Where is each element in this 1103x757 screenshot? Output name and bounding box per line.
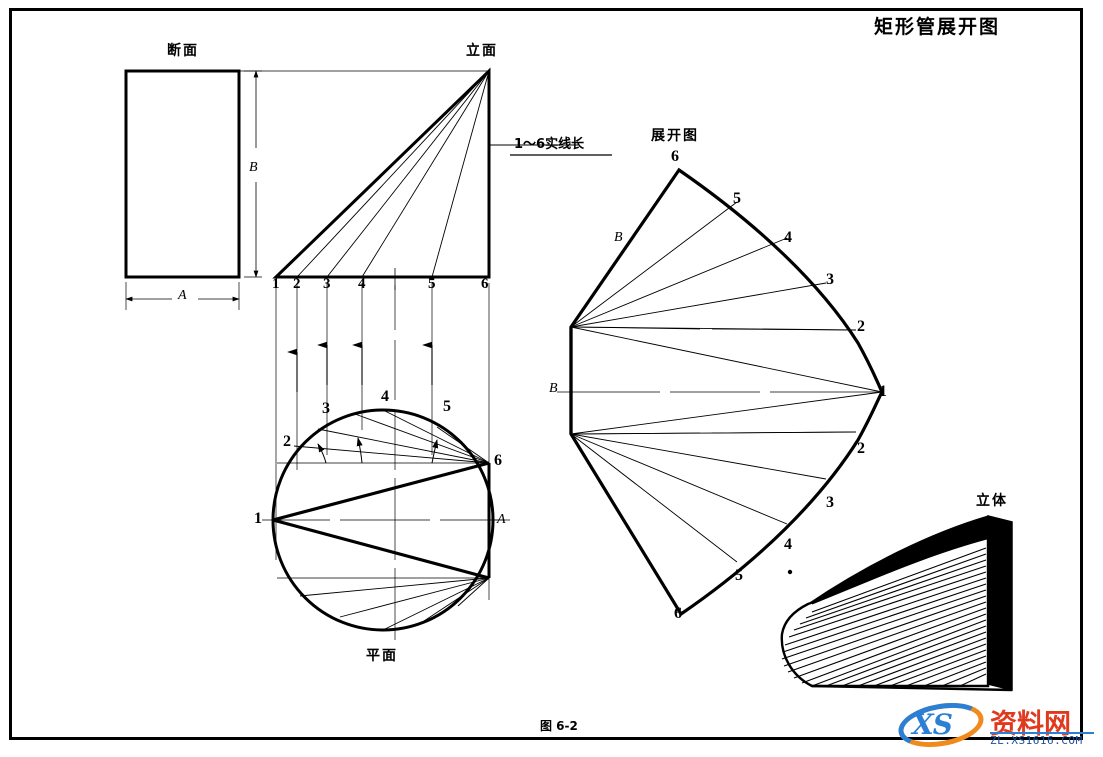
plan-point-5: 5 (443, 398, 451, 415)
plan-view-label: 平面 (366, 648, 398, 664)
watermark-site-name: 资料网 (990, 709, 1071, 740)
development-upper-point-5: 5 (733, 190, 741, 207)
development-view (557, 167, 884, 617)
watermark-url: ZL.XS1616.COM (990, 734, 1083, 747)
development-point-1: 1 (879, 383, 887, 400)
plan-point-2: 2 (283, 433, 291, 450)
elevation-point-3: 3 (323, 276, 331, 292)
projection-lines (275, 283, 490, 640)
development-lower-point-4: 4 (784, 536, 792, 553)
watermark-logo-text: XS (912, 708, 953, 741)
development-left-dimension-B: B (549, 381, 558, 396)
development-lower-point-6: 6 (674, 605, 682, 622)
development-lower-point-2: 2 (857, 440, 865, 457)
page-border-frame (9, 8, 1083, 740)
page-title: 矩形管展开图 (874, 16, 1001, 38)
development-upper-point-3: 3 (826, 271, 834, 288)
site-watermark: XS 资料网 ZL.XS1616.COM (895, 696, 1098, 754)
section-height-dimension-B: B (249, 160, 258, 175)
plan-point-6: 6 (494, 452, 502, 469)
elevation-view-label: 立面 (466, 43, 498, 59)
development-upper-point-6: 6 (671, 148, 679, 165)
elevation-view (239, 67, 612, 290)
section-width-dimension-A: A (178, 288, 187, 303)
plan-axis-dimension-A: A (497, 512, 506, 527)
development-upper-point-4: 4 (784, 229, 792, 246)
development-lower-point-5: 5 (735, 567, 743, 584)
solid-view-label: 立体 (976, 493, 1008, 509)
plan-view (262, 408, 510, 632)
section-view (124, 69, 262, 310)
figure-caption: 图 6-2 (540, 719, 578, 733)
development-lower-point-3: 3 (826, 494, 834, 511)
ink-speck (787, 569, 793, 575)
plan-point-1: 1 (254, 510, 262, 527)
watermark-divider (990, 732, 1094, 734)
elevation-point-4: 4 (358, 276, 366, 292)
development-edge-dimension-B: B (614, 230, 623, 245)
development-upper-point-2: 2 (857, 318, 865, 335)
elevation-point-1: 1 (272, 276, 280, 292)
solid-view (780, 515, 1013, 692)
section-view-label: 断面 (167, 43, 199, 59)
elevation-point-5: 5 (428, 276, 436, 292)
development-view-label: 展开图 (651, 128, 699, 144)
plan-point-4: 4 (381, 388, 389, 405)
elevation-note: 1～6实线长 (514, 137, 585, 152)
elevation-point-6: 6 (481, 276, 489, 292)
plan-point-3: 3 (322, 400, 330, 417)
elevation-point-2: 2 (293, 276, 301, 292)
